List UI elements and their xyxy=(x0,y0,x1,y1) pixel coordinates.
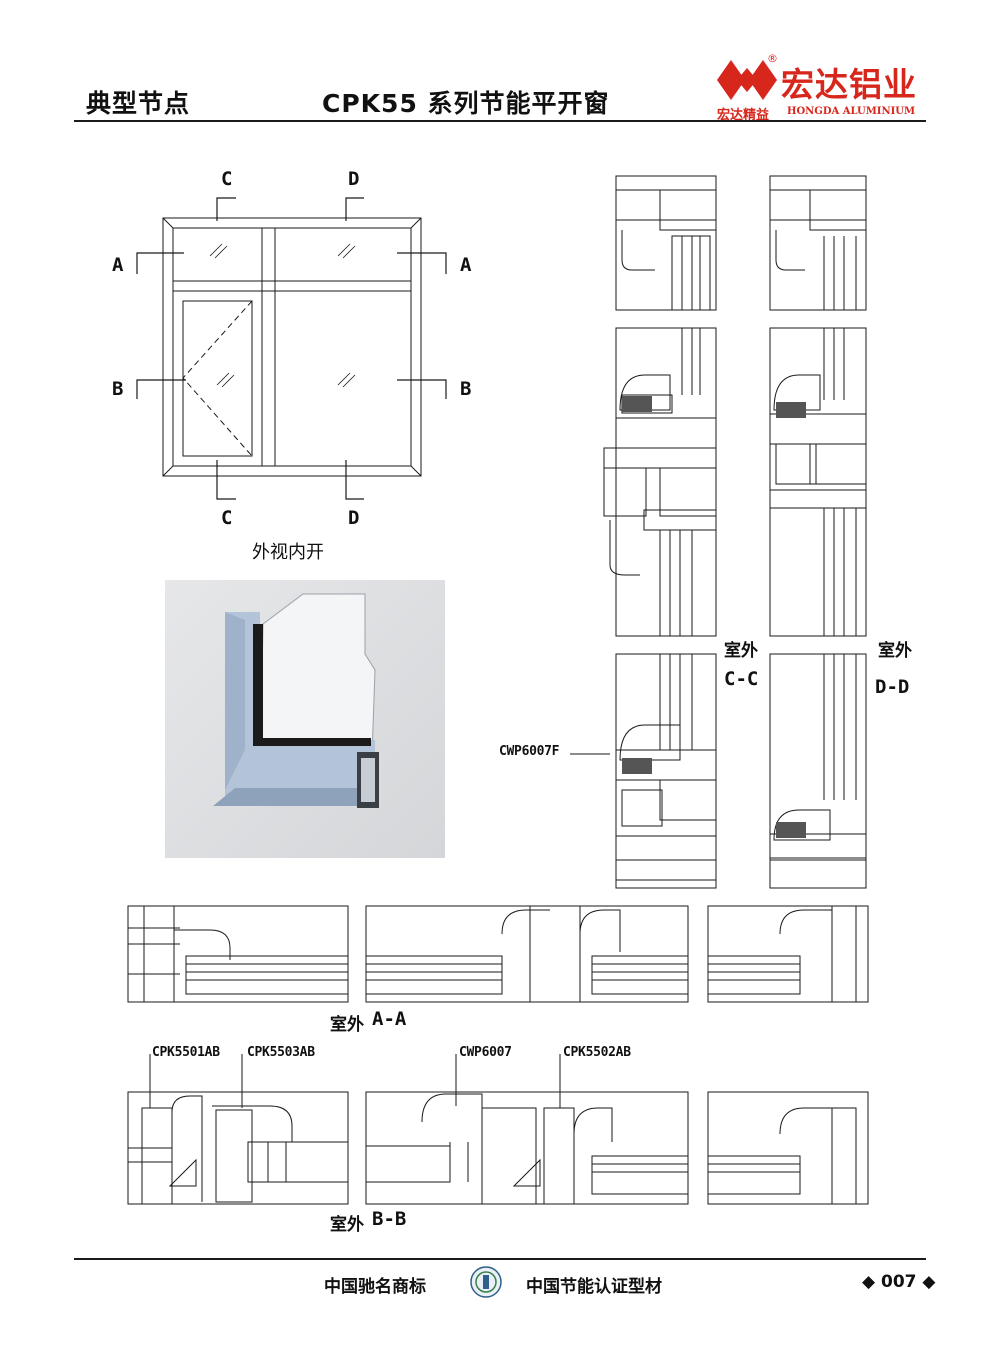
marker-c-bottom: C xyxy=(221,507,233,529)
page-dot-right: ◆ xyxy=(922,1272,936,1292)
part-label-cpk5502ab: CPK5502AB xyxy=(563,1045,631,1060)
dd-side-label: 室外 xyxy=(878,641,912,661)
elevation-caption: 外视内开 xyxy=(252,542,324,563)
registered-mark: ® xyxy=(767,52,778,65)
vertical-section-drawings xyxy=(570,175,867,889)
window-elevation xyxy=(136,197,447,500)
part-label-cpk5501ab: CPK5501AB xyxy=(152,1045,220,1060)
cc-part-label: CWP6007F xyxy=(499,744,560,759)
bb-section-name: B-B xyxy=(372,1208,407,1230)
marker-b-left: B xyxy=(112,378,124,400)
page-number-text: 007 xyxy=(881,1272,917,1292)
brand-sub: 宏达精益 xyxy=(717,108,770,123)
marker-c-top: C xyxy=(221,168,233,190)
product-title: CPK55 系列节能平开窗 xyxy=(322,89,610,118)
aa-side-label: 室外 xyxy=(330,1015,364,1035)
cc-side-label: 室外 xyxy=(724,641,758,661)
brand-name: 宏达铝业 xyxy=(781,65,917,104)
certification-emblem-icon xyxy=(470,1266,502,1298)
brand-logo: ® 宏达铝业 宏达精益 HONGDA ALUMINIUM xyxy=(715,52,930,124)
aa-section-name: A-A xyxy=(372,1008,407,1030)
footer-right-text: 中国节能认证型材 xyxy=(526,1277,662,1297)
profile-render-image xyxy=(213,593,379,808)
marker-a-right: A xyxy=(460,254,472,276)
footer-left-text: 中国驰名商标 xyxy=(324,1277,426,1297)
dd-section-name: D-D xyxy=(875,676,910,698)
part-label-cwp6007: CWP6007 xyxy=(459,1045,512,1060)
profile-photo xyxy=(165,580,445,858)
marker-b-right: B xyxy=(460,378,472,400)
marker-d-bottom: D xyxy=(348,507,360,529)
page-dot-left: ◆ xyxy=(862,1272,876,1292)
page-number: ◆ 007 ◆ xyxy=(862,1272,936,1292)
part-label-cpk5503ab: CPK5503AB xyxy=(247,1045,315,1060)
marker-d-top: D xyxy=(348,168,360,190)
header-rule xyxy=(74,120,926,122)
horizontal-section-bb xyxy=(127,1054,869,1205)
brand-english: HONGDA ALUMINIUM xyxy=(787,106,916,117)
cc-section-name: C-C xyxy=(724,668,759,690)
marker-a-left: A xyxy=(112,254,124,276)
diamond-logo-icon xyxy=(717,60,777,100)
bb-side-label: 室外 xyxy=(330,1215,364,1235)
footer-rule xyxy=(74,1258,926,1260)
horizontal-section-aa xyxy=(127,905,869,1003)
section-title: 典型节点 xyxy=(86,89,191,118)
